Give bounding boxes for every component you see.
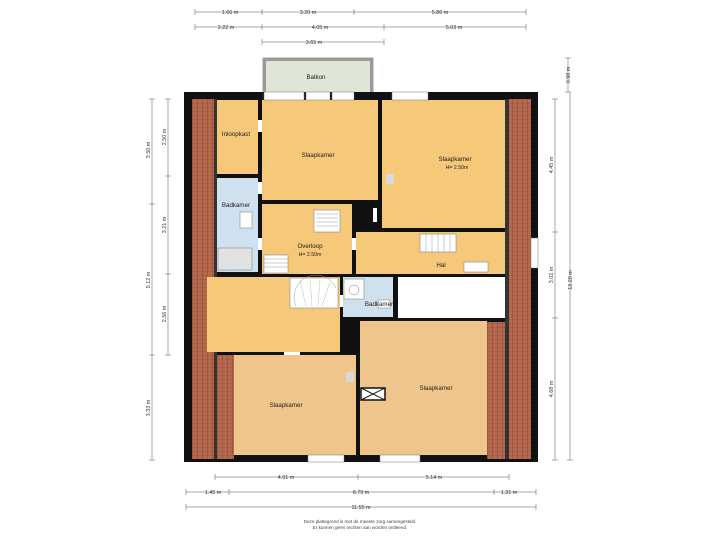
balcony: Balkon bbox=[262, 57, 374, 95]
right-dimension-lines: 0.98 m 4.45 m 3.02 m 4.68 m 12.20 m bbox=[549, 57, 574, 461]
dim-top-5: 4.05 m bbox=[312, 25, 329, 31]
dim-bottom-4: 8.79 m bbox=[353, 490, 370, 496]
dim-right-2: 4.45 m bbox=[549, 156, 555, 173]
dim-top-6: 5.03 m bbox=[446, 25, 463, 31]
room-label-bathroom-left: Badkamer bbox=[222, 202, 250, 209]
dim-left-2: 5.12 m bbox=[146, 271, 152, 288]
room-label-landing: Overloop bbox=[297, 243, 323, 250]
stairs-landing bbox=[263, 209, 341, 274]
room-label-bedroom-top-left: Slaapkamer bbox=[301, 152, 334, 159]
room-label-bedroom-bottom-left: Slaapkamer bbox=[269, 402, 302, 409]
building bbox=[184, 91, 539, 463]
dim-top-3: 5.86 m bbox=[432, 10, 449, 16]
room-bedroom-bottom-left bbox=[234, 355, 356, 455]
room-label-bedroom-bottom-right: Slaapkamer bbox=[419, 385, 452, 392]
room-label-hall: Hal bbox=[436, 262, 445, 269]
room-height-bedroom-top-right: H= 2.50m bbox=[446, 165, 469, 171]
bottom-dimension-lines: 4.91 m 5.14 m 1.45 m 8.79 m 1.31 m 11.55… bbox=[185, 474, 537, 511]
stairs-hall bbox=[419, 233, 489, 273]
room-label-walkin: Inloopkast bbox=[222, 131, 250, 138]
footer-disclaimer-2: Er kunnen geen rechten aan worden ontlee… bbox=[313, 525, 408, 530]
dim-left-3: 3.33 m bbox=[146, 399, 152, 416]
dim-right-3: 3.02 m bbox=[549, 266, 555, 283]
footer-disclaimer-1: Deze plattegrond is met de meeste zorg s… bbox=[304, 519, 417, 524]
dim-bottom-2: 5.14 m bbox=[426, 475, 443, 481]
room-walkin bbox=[217, 100, 258, 174]
room-label-balcony: Balkon bbox=[307, 74, 326, 81]
dim-left-5: 3.21 m bbox=[162, 216, 168, 233]
dim-bottom-3: 1.45 m bbox=[205, 490, 222, 496]
room-height-landing: H= 2.50m bbox=[299, 252, 322, 258]
dim-top-7: 3.65 m bbox=[306, 40, 323, 46]
stairwell-void bbox=[398, 277, 505, 318]
dim-bottom-5: 1.31 m bbox=[501, 490, 518, 496]
dim-left-6: 2.56 m bbox=[162, 305, 168, 322]
left-dimension-lines: 3.50 m 5.12 m 3.33 m 2.50 m 3.21 m 2.56 … bbox=[146, 98, 171, 461]
dim-left-4: 2.50 m bbox=[162, 128, 168, 145]
dim-left-1: 3.50 m bbox=[146, 141, 152, 158]
chimney bbox=[360, 387, 386, 401]
dim-top-4: 2.22 m bbox=[218, 25, 235, 31]
stairs-spiral bbox=[289, 274, 339, 309]
room-label-bedroom-top-right: Slaapkamer bbox=[438, 156, 471, 163]
dim-top-2: 3.20 m bbox=[300, 10, 317, 16]
dim-right-1: 0.98 m bbox=[566, 66, 572, 83]
dim-bottom-1: 4.91 m bbox=[278, 475, 295, 481]
top-dimension-lines: 1.66 m 3.20 m 5.86 m 2.22 m 4.05 m 5.03 … bbox=[194, 9, 527, 46]
dim-top-1: 1.66 m bbox=[222, 10, 239, 16]
bathroom-fixtures bbox=[217, 211, 391, 309]
dim-bottom-6: 11.55 m bbox=[351, 505, 371, 511]
dim-right-4: 4.68 m bbox=[549, 380, 555, 397]
dim-right-5: 12.20 m bbox=[568, 270, 574, 290]
room-label-bathroom-small: Badkamer bbox=[365, 301, 393, 308]
room-bedroom-top-right bbox=[382, 100, 505, 228]
room-bedroom-top-left bbox=[262, 100, 378, 200]
